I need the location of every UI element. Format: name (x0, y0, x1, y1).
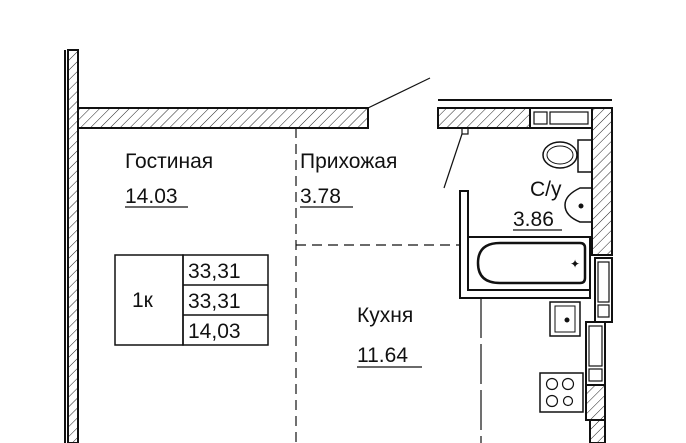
summary-table (114, 254, 269, 346)
washbasin-icon (564, 187, 592, 223)
top-wall (77, 107, 369, 129)
upper-right-wall (437, 99, 612, 129)
apartment-type: 1к (132, 289, 154, 312)
room-area-bathroom: 3.86 (513, 208, 554, 231)
door-swing-line (367, 77, 431, 109)
svg-text:✦: ✦ (570, 257, 580, 271)
room-area-kitchen: 11.64 (357, 344, 408, 367)
room-name-kitchen: Кухня (357, 304, 413, 327)
vent-icon (461, 127, 469, 135)
left-wall (64, 49, 79, 443)
total-area-alt: 33,31 (188, 290, 241, 313)
room-area-living: 14.03 (125, 185, 178, 208)
room-name-hallway: Прихожая (300, 150, 397, 173)
total-area: 33,31 (188, 260, 241, 283)
room-name-bathroom: С/у (530, 178, 562, 201)
toilet-icon (542, 139, 593, 173)
room-name-living: Гостиная (125, 150, 213, 173)
room-area-hallway: 3.78 (300, 185, 341, 208)
right-wall (591, 107, 613, 256)
kitchen-sink-icon (549, 301, 581, 337)
stove-icon (539, 372, 584, 413)
right-window (585, 257, 613, 443)
bathtub-icon (467, 236, 591, 291)
living-area: 14,03 (188, 320, 241, 343)
